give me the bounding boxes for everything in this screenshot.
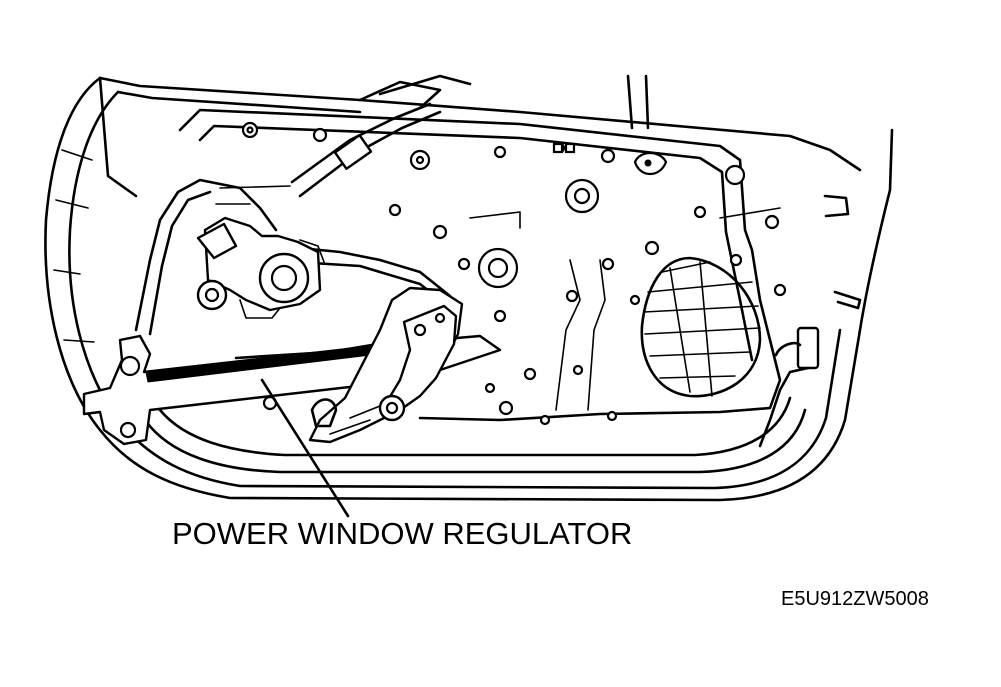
door-hinge-side [758, 194, 862, 448]
panel-holes [241, 121, 787, 426]
regulator-cable [134, 178, 452, 336]
callout-leader-line [260, 378, 350, 518]
inner-panel [178, 108, 782, 422]
regulator-motor [196, 216, 325, 319]
callout-label: POWER WINDOW REGULATOR [172, 516, 633, 551]
door-shell-outline [44, 76, 894, 502]
speaker-opening [640, 256, 762, 398]
regulator-bracket [308, 286, 464, 444]
figure-id: E5U912ZW5008 [781, 588, 929, 610]
